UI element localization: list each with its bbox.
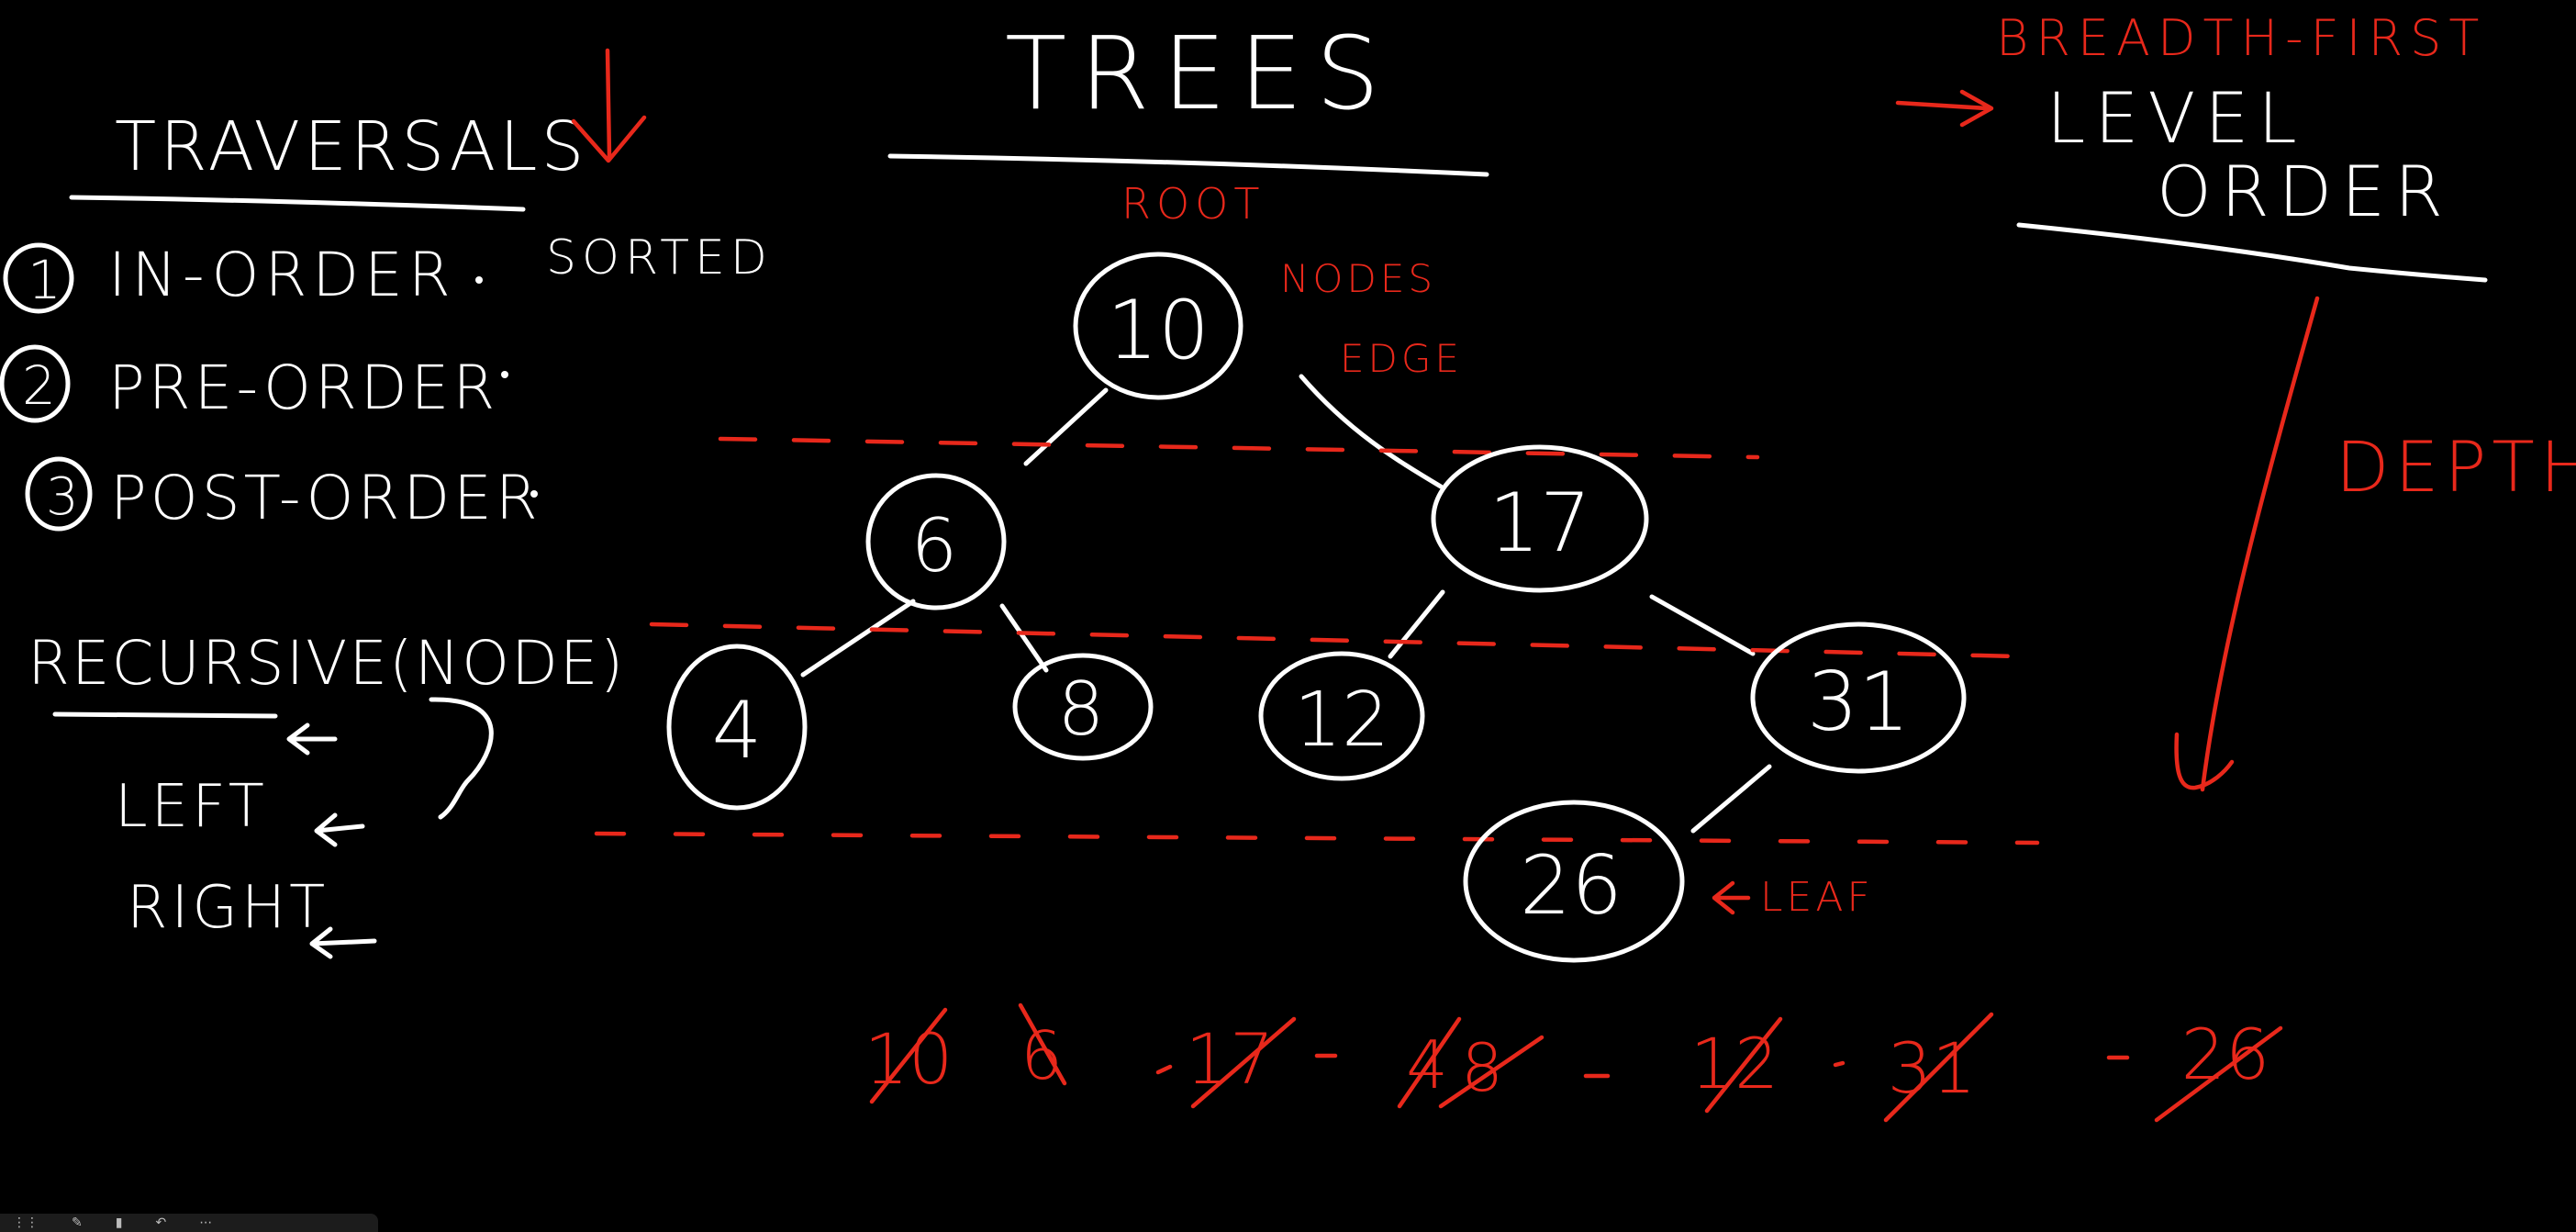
traversal-num: 3 — [46, 467, 79, 527]
arrow-right-icon — [1895, 89, 1994, 128]
depth-arrow-icon — [2174, 296, 2320, 792]
drawing-toolbar: ⋮⋮ ✎ ▮ ↶ ⋯ — [0, 1214, 378, 1232]
level-order-underline — [2016, 222, 2488, 283]
bullet-dot — [501, 371, 508, 378]
traversal-num: 2 — [22, 354, 56, 417]
traversal-list: 1 IN-ORDER SORTED 2 PRE-ORDER 3 POST-ORD… — [0, 230, 773, 533]
bullet-dot — [530, 490, 538, 498]
svg-text:31: 31 — [1888, 1027, 1977, 1109]
recursive-brace — [429, 697, 494, 820]
traversals-heading: TRAVERSALS — [115, 107, 587, 186]
number-circle — [25, 456, 93, 532]
down-arrow-icon — [571, 48, 647, 163]
traversal-num: 1 — [28, 249, 61, 311]
tree-node[interactable]: 4 — [666, 644, 808, 811]
board-title: TREES — [1005, 15, 1392, 132]
step-right: RIGHT — [127, 874, 329, 942]
level-order-sequence: 10 6 17 4 8 12 31 26 — [864, 1002, 2283, 1123]
svg-text:4: 4 — [712, 685, 763, 777]
svg-text:8: 8 — [1058, 666, 1105, 752]
tree-node[interactable]: 8 — [1012, 653, 1154, 761]
traversal-post-order: POST-ORDER — [110, 463, 541, 533]
tree-node[interactable]: 26 — [1463, 800, 1685, 963]
number-circle — [0, 344, 71, 423]
recursive-underline — [52, 711, 278, 719]
grip-icon[interactable]: ⋮⋮ — [13, 1215, 39, 1230]
tree-edges — [800, 374, 1772, 834]
bullet-dot — [475, 276, 483, 284]
marker-icon[interactable]: ▮ — [115, 1215, 123, 1230]
svg-text:6: 6 — [1020, 1017, 1063, 1094]
tree-node[interactable]: 12 — [1258, 651, 1425, 781]
lasso-icon[interactable]: ↶ — [155, 1215, 167, 1230]
order-word: ORDER — [2157, 151, 2452, 232]
traversal-pre-order: PRE-ORDER — [108, 353, 498, 423]
label-nodes: NODES — [1280, 256, 1436, 301]
traversal-in-order: IN-ORDER — [108, 240, 456, 310]
tree-node[interactable]: 10 — [1073, 252, 1243, 400]
arrow-left-icon — [314, 812, 365, 847]
svg-text:26: 26 — [1520, 838, 1623, 933]
level-word: LEVEL — [2046, 77, 2306, 159]
svg-text:12: 12 — [1294, 677, 1389, 764]
svg-text:26: 26 — [2181, 1014, 2270, 1095]
label-leaf: LEAF — [1760, 874, 1874, 921]
pen-icon[interactable]: ✎ — [72, 1215, 83, 1230]
tree-node[interactable]: 17 — [1431, 444, 1649, 593]
traversals-underline — [69, 195, 526, 212]
svg-text:6: 6 — [911, 503, 958, 588]
level-dividers — [594, 436, 2040, 846]
title-underline — [887, 153, 1489, 177]
depth-label: DEPTH — [2336, 426, 2576, 508]
label-edge: EDGE — [1340, 336, 1463, 381]
arrow-left-icon — [1712, 880, 1751, 915]
svg-text:10: 10 — [1107, 283, 1210, 377]
step-left: LEFT — [115, 773, 268, 841]
arrow-left-icon — [309, 926, 377, 959]
breadth-first-heading: BREADTH-FIRST — [1996, 9, 2486, 67]
arrow-left-icon — [286, 722, 338, 756]
more-icon[interactable]: ⋯ — [199, 1215, 213, 1230]
note-sorted: SORTED — [546, 230, 773, 286]
tree-node[interactable]: 31 — [1750, 622, 1967, 774]
number-circle — [3, 242, 74, 314]
svg-text:17: 17 — [1186, 1018, 1275, 1100]
svg-text:17: 17 — [1489, 476, 1591, 570]
label-root: ROOT — [1121, 179, 1265, 229]
recursive-label: RECURSIVE(NODE) — [28, 628, 625, 699]
tree-node[interactable]: 6 — [865, 473, 1007, 610]
svg-text:31: 31 — [1807, 655, 1910, 749]
